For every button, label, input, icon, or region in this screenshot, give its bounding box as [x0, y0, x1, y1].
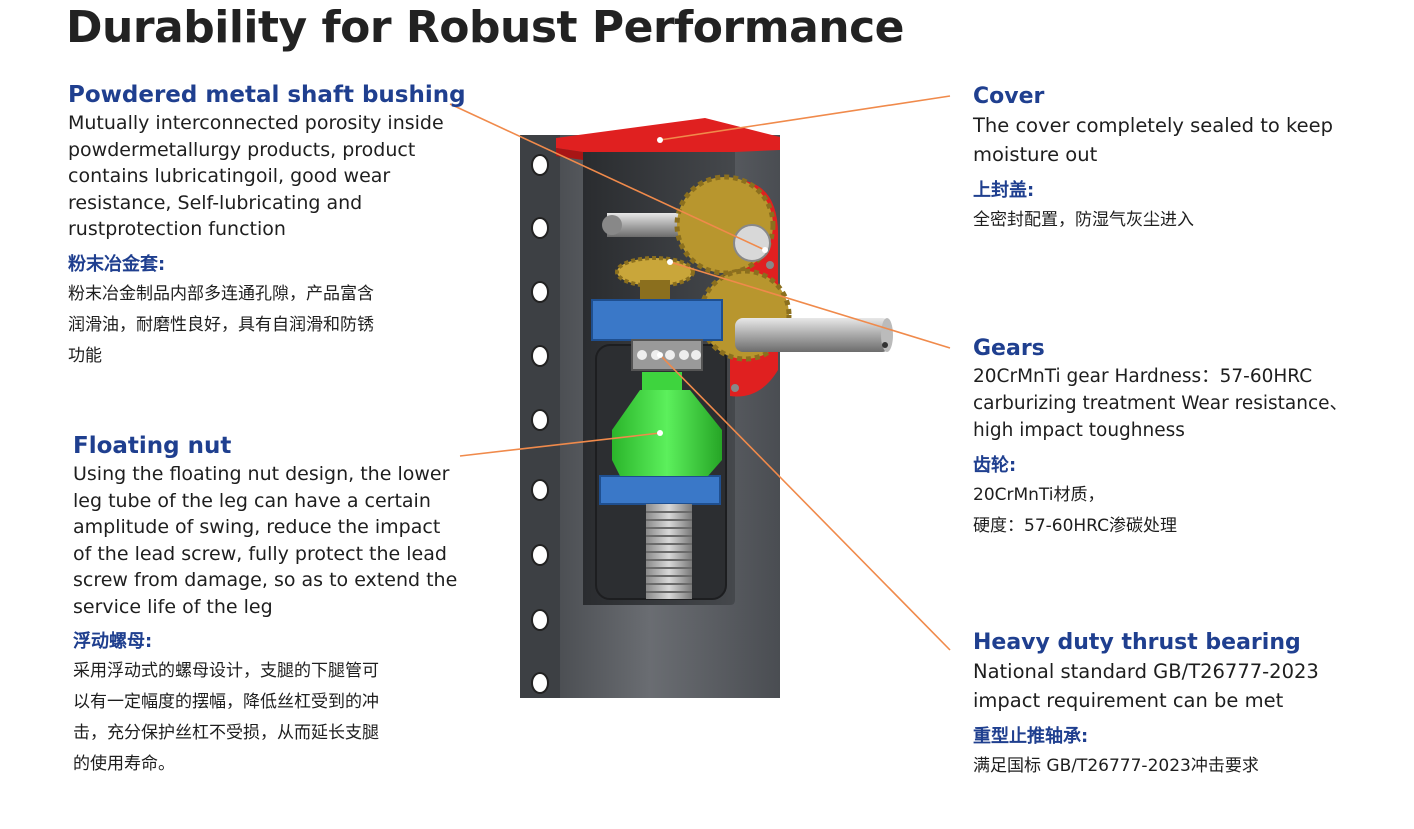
- page-title: Durability for Robust Performance: [66, 2, 905, 53]
- bearing-section: Heavy duty thrust bearing National stand…: [973, 630, 1393, 782]
- bearing-description: National standard GB/T26777-2023 impact …: [973, 660, 1319, 712]
- nut-description: Using the floating nut design, the lower…: [73, 463, 458, 618]
- bearing-title: Heavy duty thrust bearing: [973, 630, 1301, 655]
- output-shaft: [735, 318, 893, 352]
- cover-description: The cover completely sealed to keep mois…: [973, 114, 1333, 166]
- cover-title: Cover: [973, 84, 1045, 109]
- blue-spacers: [591, 299, 723, 505]
- leader-line-cover: [659, 95, 951, 141]
- nut-cn-description: 采用浮动式的螺母设计，支腿的下腿管可 以有一定幅度的摆幅，降低丝杠受到的冲 击，…: [73, 661, 379, 774]
- gears-section: Gears 20CrMnTi gear Hardness：57-60HRC ca…: [973, 336, 1403, 542]
- bushing-section: Powdered metal shaft bushing Mutually in…: [68, 82, 488, 372]
- leader-line-bushing: [449, 103, 766, 251]
- nut-title: Floating nut: [73, 433, 232, 459]
- gears-cn-title: 齿轮:: [973, 455, 1017, 476]
- thrust-bearing: [631, 339, 703, 371]
- leader-line-nut: [459, 432, 661, 457]
- lead-screw: [646, 504, 692, 599]
- nut-cn-title: 浮动螺母:: [73, 631, 153, 652]
- floating-nut: [612, 372, 722, 476]
- leader-lines: [449, 95, 951, 651]
- mounting-holes: [531, 154, 549, 694]
- bushing-title: Powdered metal shaft bushing: [68, 82, 466, 108]
- leader-dots: [657, 137, 768, 436]
- cover-cn-title: 上封盖:: [973, 180, 1035, 201]
- bearing-cn-title: 重型止推轴承:: [973, 726, 1089, 747]
- gears-description: 20CrMnTi gear Hardness：57-60HRC carburiz…: [973, 366, 1348, 441]
- leader-line-bearing: [659, 354, 951, 651]
- cover-section: Cover The cover completely sealed to kee…: [973, 84, 1393, 236]
- bushing-cn-description: 粉末冶金制品内部多连通孔隙，产品富含 润滑油，耐磨性良好，具有自润滑和防锈 功能: [68, 283, 374, 366]
- nut-section: Floating nut Using the floating nut desi…: [73, 433, 493, 780]
- bushing-cn-title: 粉末冶金套:: [68, 253, 166, 275]
- bushing-description: Mutually interconnected porosity inside …: [68, 112, 444, 240]
- gears-title: Gears: [973, 336, 1045, 361]
- cover-cn-description: 全密封配置，防湿气灰尘进入: [973, 210, 1194, 230]
- leader-line-gears: [669, 261, 951, 349]
- bearing-cn-description: 满足国标 GB/T26777-2023冲击要求: [973, 756, 1259, 776]
- gears-cn-description: 20CrMnTi材质， 硬度：57-60HRC渗碳处理: [973, 485, 1178, 536]
